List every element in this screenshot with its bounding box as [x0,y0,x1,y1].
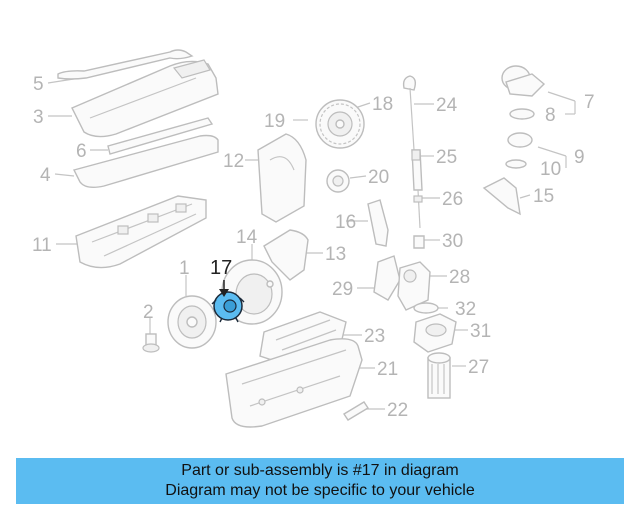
callout-26: 26 [442,189,463,210]
callout-22: 22 [387,400,408,421]
timing-cover [257,133,307,223]
callout-27: 27 [468,357,489,378]
leader-lines [47,77,576,410]
callout-14: 14 [236,227,258,248]
highlighted-part-17 [211,291,245,323]
callout-25: 25 [436,147,457,168]
callout-11: 11 [32,235,52,256]
callout-4: 4 [40,165,51,186]
callout-18: 18 [372,94,393,115]
callout-20: 20 [368,167,389,188]
oil-filter-adapter [373,255,431,311]
oil-pressure-sender [413,235,425,249]
oil-cap-assembly [501,65,546,97]
dipstick-tube-bracket [413,195,423,203]
callout-9: 9 [574,147,585,168]
callout-29: 29 [332,279,353,300]
callout-15: 15 [533,186,554,207]
oil-cap-seal [509,108,535,120]
dipstick-seal [411,149,421,161]
callout-5: 5 [33,74,44,95]
callout-labels: 5 3 6 4 11 1 2 12 19 18 20 16 14 13 17 2… [32,74,595,421]
callout-17-arrow [219,289,229,297]
oil-cooler [413,313,457,353]
callout-21: 21 [377,359,398,380]
callout-1: 1 [179,258,190,279]
callout-12: 12 [223,151,244,172]
crankshaft-pulley [167,295,217,349]
cylinder-head [75,195,207,269]
cover-gasket-lower [72,134,219,189]
callout-19: 19 [264,111,285,132]
callout-16: 16 [335,212,356,233]
breather-seal [505,159,527,169]
pulley-bolt [142,333,160,353]
adapter-gasket [413,302,439,314]
engine-parts-diagram: 5 3 6 4 11 1 2 12 19 18 20 16 14 13 17 2… [32,49,595,428]
belt-guide-plate [367,199,389,247]
callout-28: 28 [449,267,470,288]
callout-31: 31 [470,321,491,342]
callout-7: 7 [584,92,595,113]
cover-seal [107,117,214,155]
callout-32: 32 [455,299,476,320]
breather-cap [507,132,533,148]
part-info-banner: Part or sub-assembly is #17 in diagram D… [16,458,624,504]
callout-8: 8 [545,105,556,126]
sealant-tube [343,401,369,421]
valve-cover-gasket [57,49,194,80]
callout-2: 2 [143,302,154,323]
banner-line-2: Diagram may not be specific to your vehi… [165,482,475,499]
callout-13: 13 [325,244,346,265]
banner-line-1: Part or sub-assembly is #17 in diagram [181,462,459,479]
timing-belt-tensioner [326,169,350,193]
callout-30: 30 [442,231,463,252]
valve-cover [71,59,219,138]
rear-cover [263,229,309,281]
callout-24: 24 [436,95,458,116]
callout-17: 17 [210,257,232,279]
callout-6: 6 [76,141,87,162]
engine-cover-bracket [482,177,521,216]
oil-filter [427,352,451,399]
oil-pan [225,338,363,428]
callout-3: 3 [33,107,44,128]
camshaft-sprocket [315,99,365,149]
callout-10: 10 [540,159,561,180]
callout-23: 23 [364,326,385,347]
